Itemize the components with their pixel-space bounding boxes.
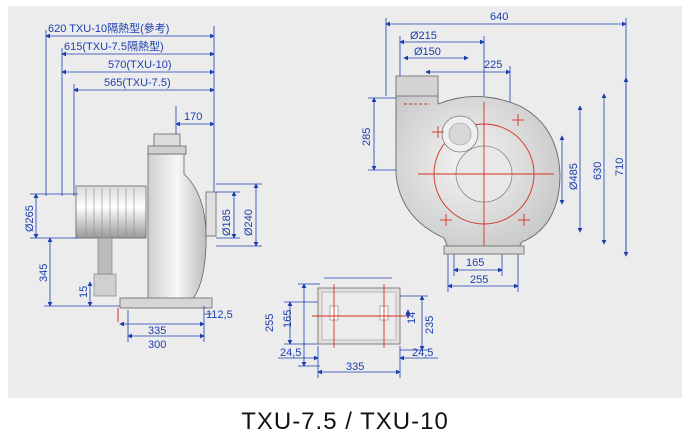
dim-14: 14 [406, 312, 418, 324]
dim-170: 170 [184, 111, 202, 123]
dim-24-5-right: 24,5 [412, 347, 433, 359]
dim-d240: Ø240 [243, 209, 255, 236]
side-view: 620 TXU-10隔熱型(參考) 615(TXU-7.5隔熱型) 570(TX… [24, 21, 262, 351]
base-view: 255 165 14 235 24,5 335 24,5 [264, 277, 438, 378]
dim-640: 640 [490, 11, 508, 23]
front-view: 640 Ø215 Ø150 225 285 Ø210 Ø485 630 710 … [361, 11, 629, 292]
dim-345: 345 [38, 264, 50, 282]
dim-d150: Ø150 [414, 46, 441, 58]
dim-565: 565(TXU-7.5) [104, 77, 171, 89]
dim-d265: Ø265 [24, 205, 36, 232]
dim-630: 630 [592, 162, 604, 180]
dim-15: 15 [78, 286, 90, 298]
dim-285: 285 [361, 128, 373, 146]
dim-24-5-left: 24,5 [280, 347, 301, 359]
dim-255-base: 255 [264, 314, 276, 332]
dim-615: 615(TXU-7.5隔熱型) [64, 39, 164, 53]
dim-710: 710 [614, 158, 626, 176]
dim-d485: Ø485 [568, 163, 580, 190]
dim-570: 570(TXU-10) [108, 59, 172, 71]
dim-235: 235 [424, 316, 436, 334]
drawing-panel: 620 TXU-10隔熱型(參考) 615(TXU-7.5隔熱型) 570(TX… [8, 6, 682, 398]
dim-620: 620 TXU-10隔熱型(參考) [48, 21, 169, 35]
dim-335-base: 335 [346, 361, 364, 373]
technical-drawing: 620 TXU-10隔熱型(參考) 615(TXU-7.5隔熱型) 570(TX… [24, 11, 629, 378]
dim-300: 300 [148, 339, 166, 351]
dim-165-base: 165 [282, 310, 294, 328]
dim-255-front: 255 [470, 274, 488, 286]
dim-225: 225 [484, 59, 502, 71]
dim-d185: Ø185 [221, 209, 233, 236]
dim-165-front: 165 [466, 257, 484, 269]
model-caption: TXU-7.5 / TXU-10 [241, 408, 449, 435]
dim-112-5: 112,5 [206, 309, 233, 321]
dim-335-side: 335 [148, 325, 166, 337]
dim-d215: Ø215 [410, 30, 437, 42]
